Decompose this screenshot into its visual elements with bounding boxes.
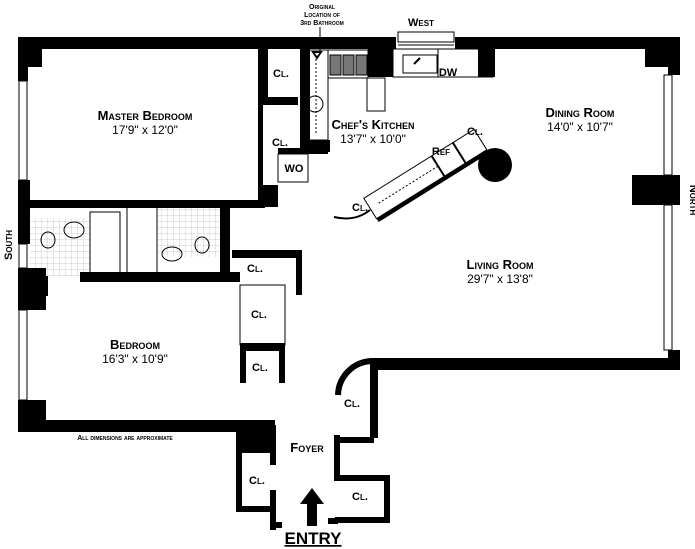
entry-label: ENTRY (285, 529, 343, 548)
entry-arrow-icon (300, 488, 324, 526)
bathroom-2-floor (158, 207, 220, 257)
compass-west: West (408, 17, 434, 29)
closet-label: Cl. (252, 362, 268, 374)
closet-label: Cl. (344, 398, 360, 410)
closet-label: Cl. (273, 68, 289, 80)
interior-walls (30, 37, 512, 530)
dining-room-label: Dining Room (546, 105, 615, 120)
closet-label: Cl. (352, 491, 368, 503)
dining-room-dims: 14'0" x 10'7" (547, 120, 613, 134)
master-bedroom-label: Master Bedroom (98, 108, 193, 123)
chefs-kitchen-label: Chef's Kitchen (332, 117, 415, 132)
exterior-walls (18, 31, 680, 453)
bedroom-label: Bedroom (110, 337, 160, 352)
dimensions-disclaimer: All dimensions are approximate (77, 435, 173, 442)
living-room-dims: 29'7" x 13'8" (467, 272, 533, 286)
closet-label: Cl. (272, 137, 288, 149)
bedroom-dims: 16'3" x 10'9" (102, 352, 168, 366)
master-bedroom-dims: 17'9" x 12'0" (112, 123, 178, 137)
note-original-location-line2: Location of (304, 12, 340, 19)
note-original-location-line1: Original (309, 4, 335, 11)
chefs-kitchen-dims: 13'7" x 10'0" (340, 132, 406, 146)
living-room-label: Living Room (467, 257, 534, 272)
closet-label: Cl. (352, 202, 368, 214)
compass-south: South (3, 230, 15, 260)
closet-label: Cl. (249, 475, 265, 487)
foyer-label: Foyer (290, 440, 324, 455)
bathroom-1-floor (30, 218, 90, 276)
closet-label: Cl. (251, 309, 267, 321)
note-original-location-line3: 3rd Bathroom (300, 20, 344, 27)
refrigerator-label: Ref (432, 146, 450, 158)
closet-label: Cl. (247, 263, 263, 275)
closet-label: Cl. (467, 126, 483, 138)
dishwasher-label: DW (439, 67, 458, 79)
compass-north: North (687, 185, 695, 216)
wo-label: WO (285, 163, 304, 175)
